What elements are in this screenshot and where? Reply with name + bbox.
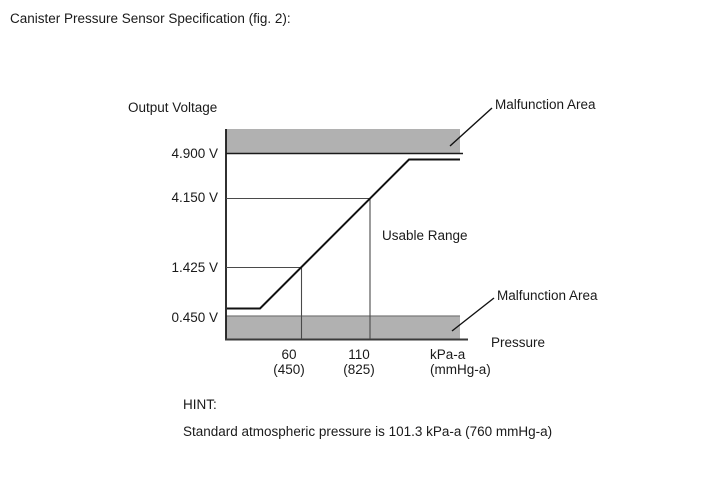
- x-axis-units: kPa-a (mmHg-a): [430, 347, 491, 377]
- x-axis-title: Pressure: [491, 335, 546, 350]
- y-tick-4900mv: 4.900 V: [171, 146, 218, 161]
- x-tick-60kpa: 60 (450): [273, 347, 305, 377]
- x-tick-110kpa: 110 (825): [343, 347, 375, 377]
- x-unit-secondary: (mmHg-a): [430, 362, 491, 377]
- leader-line-bottom-malfunction: [451, 297, 495, 332]
- x-tick-110-secondary: (825): [343, 362, 375, 377]
- malfunction-area-bottom-label: Malfunction Area: [497, 288, 598, 303]
- y-tick-4150mv: 4.150 V: [171, 190, 218, 205]
- x-tick-60-secondary: (450): [273, 362, 305, 377]
- y-axis-title: Output Voltage: [128, 100, 218, 115]
- y-tick-1425mv: 1.425 V: [171, 260, 218, 275]
- lower-malfunction-band: [226, 316, 460, 339]
- hint-label: HINT:: [183, 397, 217, 412]
- hint-text: Standard atmospheric pressure is 101.3 k…: [183, 424, 553, 439]
- figure-title: Canister Pressure Sensor Specification (…: [10, 11, 291, 26]
- upper-malfunction-band: [226, 129, 460, 153]
- sensor-output-curve: [227, 158, 460, 310]
- malfunction-area-top-label: Malfunction Area: [495, 97, 596, 112]
- leader-line-top-malfunction: [449, 107, 493, 147]
- x-tick-60-primary: 60: [281, 347, 297, 362]
- x-tick-110-primary: 110: [348, 347, 370, 362]
- y-tick-0450mv: 0.450 V: [171, 310, 218, 325]
- x-unit-primary: kPa-a: [430, 347, 466, 362]
- usable-range-label: Usable Range: [382, 228, 468, 243]
